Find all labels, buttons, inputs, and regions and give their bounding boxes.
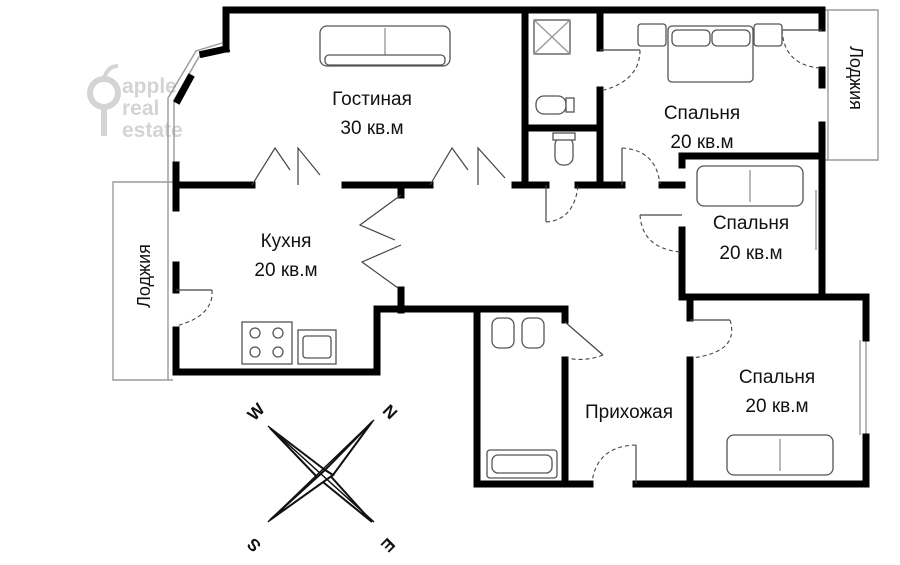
toilet-icon	[552, 132, 576, 166]
bedroom-top-area: 20 кв.м	[670, 132, 733, 153]
bedroom-middle-name: Спальня	[713, 213, 789, 234]
logia-right-label: Лоджия	[846, 46, 866, 110]
doors	[175, 29, 822, 484]
kitchen-sink-icon	[297, 329, 337, 365]
sink-icon	[491, 317, 545, 349]
stove-icon	[241, 321, 293, 365]
furniture	[241, 19, 834, 479]
compass-north: N	[379, 401, 401, 423]
room-labels: Гостиная 30 кв.м Кухня 20 кв.м Спальня 2…	[254, 89, 815, 423]
logia-left-label: Лоджия	[134, 244, 154, 308]
bedroom-middle-area: 20 кв.м	[719, 243, 782, 264]
compass-rose-icon: W N E S	[243, 399, 401, 556]
apple-real-estate-logo: apple real estate	[87, 64, 183, 142]
logo-line-apple: apple	[122, 75, 177, 98]
shower-icon	[533, 19, 571, 55]
kitchen-name: Кухня	[261, 231, 312, 252]
walls	[172, 6, 870, 488]
living-room-name: Гостиная	[332, 89, 412, 110]
compass-south: S	[243, 534, 264, 555]
toilet-icon	[535, 95, 575, 115]
bathtub-icon	[486, 449, 558, 479]
bedroom-bottom-area: 20 кв.м	[745, 396, 808, 417]
bedroom-top-name: Спальня	[664, 103, 740, 124]
kitchen-area: 20 кв.м	[254, 260, 317, 281]
logia-outlines	[112, 9, 879, 435]
bed-icon	[637, 23, 783, 83]
hallway-name: Прихожая	[585, 402, 673, 423]
compass-west: W	[244, 399, 269, 424]
sofa-icon	[726, 434, 834, 476]
compass-east: E	[377, 534, 398, 555]
living-room-area: 30 кв.м	[340, 118, 403, 139]
apple-logo-icon	[87, 64, 121, 136]
logo-line-real: real	[122, 97, 159, 120]
sofa-icon	[696, 165, 804, 207]
bedroom-bottom-name: Спальня	[739, 367, 815, 388]
sofa-icon	[319, 25, 451, 67]
